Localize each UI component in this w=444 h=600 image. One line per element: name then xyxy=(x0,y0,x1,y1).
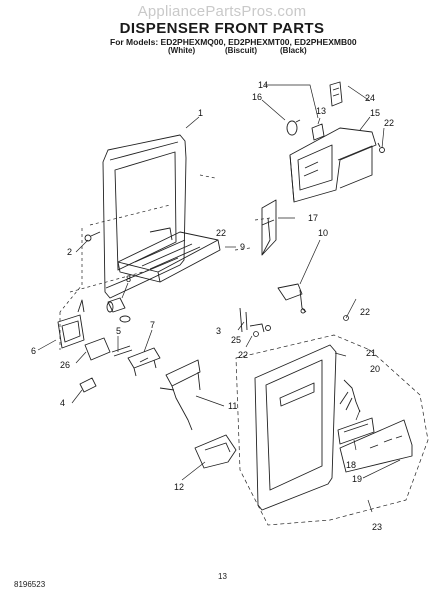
part-bracket xyxy=(261,199,277,256)
part-screw-2 xyxy=(84,231,101,242)
callout-label: 22 xyxy=(238,350,248,360)
callout-label: 21 xyxy=(366,348,376,358)
callout-label: 24 xyxy=(365,93,375,103)
leader-lines xyxy=(37,84,401,513)
part-overlay-panel xyxy=(339,419,413,473)
part-clip xyxy=(79,377,97,393)
page-number: 13 xyxy=(218,572,227,581)
callout-label: 17 xyxy=(308,213,318,223)
callout-label: 12 xyxy=(174,482,184,492)
callout-label: 9 xyxy=(240,242,245,252)
callout-label: 8 xyxy=(126,274,131,284)
callout-label: 1 xyxy=(198,108,203,118)
callout-label: 19 xyxy=(352,474,362,484)
assembly-lines xyxy=(59,174,271,350)
callout-label: 25 xyxy=(231,335,241,345)
part-dispenser-arm xyxy=(159,359,201,431)
part-actuator xyxy=(127,347,161,377)
models-line: For Models: ED2PHEXMQ00, ED2PHEXMT00, ED… xyxy=(110,37,357,47)
variant-biscuit: (Biscuit) xyxy=(225,46,257,55)
part-screws-22 xyxy=(253,315,349,337)
callout-labels: 1 2 3 4 5 6 7 8 9 10 11 12 13 14 15 16 1… xyxy=(31,80,394,532)
part-pins xyxy=(239,307,271,333)
callout-label: 14 xyxy=(258,80,268,90)
callout-label: 13 xyxy=(316,106,326,116)
watermark: AppliancePartsPros.com xyxy=(137,3,307,20)
callout-label: 20 xyxy=(370,364,380,374)
part-drip-tray xyxy=(117,231,221,283)
part-switch-module xyxy=(57,299,85,349)
callout-label: 5 xyxy=(116,326,121,336)
part-flap xyxy=(84,337,111,361)
part-spring-rod xyxy=(111,345,133,357)
part-wiring xyxy=(339,379,361,413)
part-cup-pad xyxy=(194,434,237,469)
part-screw-22-top xyxy=(377,142,385,153)
callout-label: 26 xyxy=(60,360,70,370)
variant-white: (White) xyxy=(168,46,196,55)
part-housing-frame xyxy=(102,134,187,299)
part-switch-13 xyxy=(311,123,325,141)
callout-label: 16 xyxy=(252,92,262,102)
part-front-panel xyxy=(254,344,337,511)
part-lever xyxy=(277,283,307,314)
callout-label: 22 xyxy=(384,118,394,128)
callout-label: 22 xyxy=(216,228,226,238)
callout-label: 18 xyxy=(346,460,356,470)
variant-black: (Black) xyxy=(280,46,307,55)
callout-label: 11 xyxy=(228,401,237,411)
part-upper-control-housing xyxy=(289,127,377,203)
part-cap-16 xyxy=(286,119,301,136)
callout-label: 23 xyxy=(372,522,382,532)
doc-number: 8196523 xyxy=(14,580,46,589)
page-title: DISPENSER FRONT PARTS xyxy=(119,20,325,37)
callout-label: 7 xyxy=(150,320,155,330)
assembly-group-outline xyxy=(235,334,429,526)
part-plate-24 xyxy=(329,81,343,107)
part-control-board xyxy=(337,417,375,445)
callout-label: 2 xyxy=(67,247,72,257)
callout-label: 22 xyxy=(360,307,370,317)
callout-label: 15 xyxy=(370,108,380,118)
callout-label: 4 xyxy=(60,398,65,408)
callout-label: 3 xyxy=(216,326,221,336)
callout-label: 10 xyxy=(318,228,328,238)
callout-label: 6 xyxy=(31,346,36,356)
part-motor xyxy=(106,297,131,323)
